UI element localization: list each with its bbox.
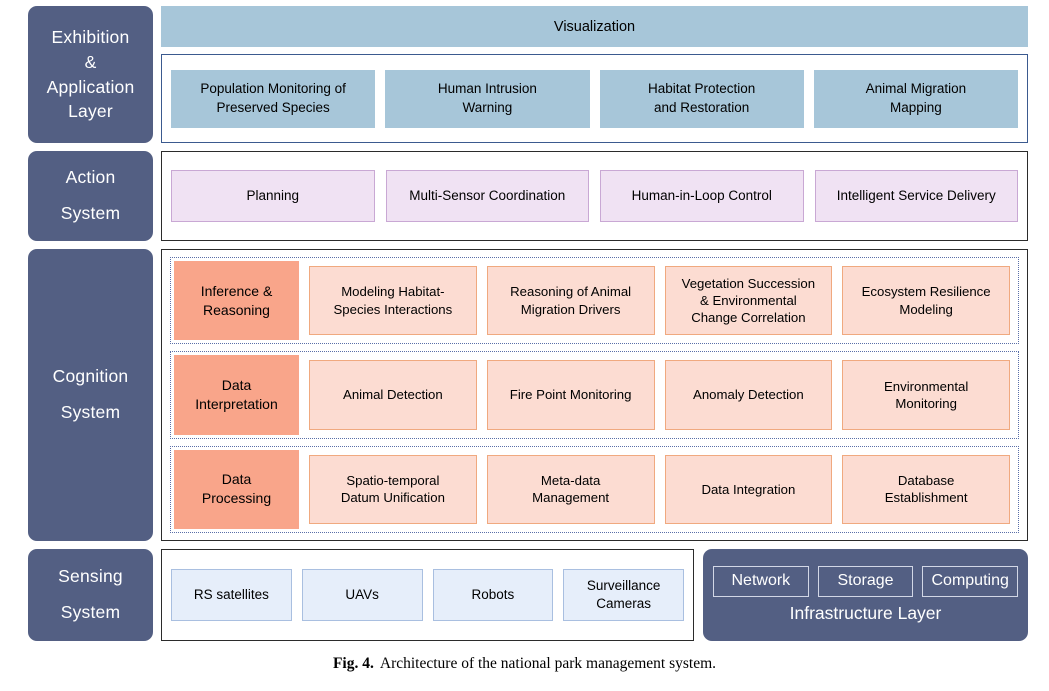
layer-label-line: System	[60, 203, 121, 223]
layer-label-line: System	[60, 602, 121, 622]
architecture-stack: Exhibition & Application Layer Visualiza…	[28, 6, 1028, 649]
layer-label-line: System	[60, 402, 121, 422]
action-items-panel: Planning Multi-Sensor Coordination Human…	[161, 151, 1028, 241]
layer-label-line: Cognition	[52, 366, 129, 387]
cognition-item: Animal Detection	[309, 360, 477, 430]
cognition-item: Data Integration	[664, 454, 833, 524]
layer-row-action: Action System Planning Multi-Sensor Coor…	[28, 151, 1028, 241]
layer-label-line: Layer	[68, 101, 113, 122]
infrastructure-layer-box: Network Storage Computing Infrastructure…	[703, 549, 1028, 641]
layer-label-action: Action System	[28, 151, 153, 241]
visualization-bar: Visualization	[161, 6, 1028, 47]
sensing-item: UAVs	[301, 569, 423, 621]
layer-label-line: &	[84, 51, 97, 72]
cognition-row-inference: Inference &Reasoning Modeling Habitat-Sp…	[170, 257, 1019, 345]
infrastructure-item: Network	[713, 566, 809, 597]
cognition-item: Fire Point Monitoring	[486, 360, 655, 430]
action-content: Planning Multi-Sensor Coordination Human…	[161, 151, 1028, 241]
figure-caption-label: Fig. 4.	[332, 655, 374, 672]
infrastructure-layer-title: Infrastructure Layer	[789, 602, 942, 623]
layer-label-cognition: Cognition System	[28, 249, 153, 541]
cognition-row-head: Inference &Reasoning	[174, 261, 299, 341]
cognition-item: Modeling Habitat-Species Interactions	[309, 266, 477, 336]
sensing-item: Robots	[432, 569, 554, 621]
figure-caption: Fig. 4. Architecture of the national park…	[0, 655, 1049, 673]
action-item: Planning	[171, 170, 375, 222]
layer-label-sensing: Sensing System	[28, 549, 153, 641]
cognition-item: Anomaly Detection	[664, 360, 833, 430]
cognition-row-items: Modeling Habitat-Species Interactions Re…	[309, 261, 1015, 340]
layer-label-line: Application	[46, 76, 135, 97]
infrastructure-item: Storage	[817, 566, 914, 597]
infrastructure-items: Network Storage Computing	[713, 566, 1019, 597]
cognition-panel: Inference &Reasoning Modeling Habitat-Sp…	[161, 249, 1028, 541]
layer-label-line: Action	[65, 167, 116, 188]
layer-row-exhibition: Exhibition & Application Layer Visualiza…	[28, 6, 1028, 143]
cognition-content: Inference &Reasoning Modeling Habitat-Sp…	[161, 249, 1028, 541]
sensing-item: RS satellites	[171, 569, 292, 621]
layer-row-sensing: Sensing System RS satellites UAVs Robots…	[28, 549, 1028, 641]
layer-label-line: Exhibition	[51, 26, 130, 47]
infrastructure-item: Computing	[922, 566, 1019, 597]
layer-label-exhibition: Exhibition & Application Layer	[28, 6, 153, 143]
action-item: Multi-Sensor Coordination	[385, 170, 589, 222]
layer-row-cognition: Cognition System Inference &Reasoning Mo…	[28, 249, 1028, 541]
action-item: Human-in-Loop Control	[600, 170, 804, 222]
layer-label-line: Sensing	[58, 566, 123, 587]
cognition-row-items: Animal Detection Fire Point Monitoring A…	[309, 355, 1015, 434]
action-item: Intelligent Service Delivery	[814, 170, 1018, 222]
figure-caption-text: Architecture of the national park manage…	[379, 655, 717, 672]
